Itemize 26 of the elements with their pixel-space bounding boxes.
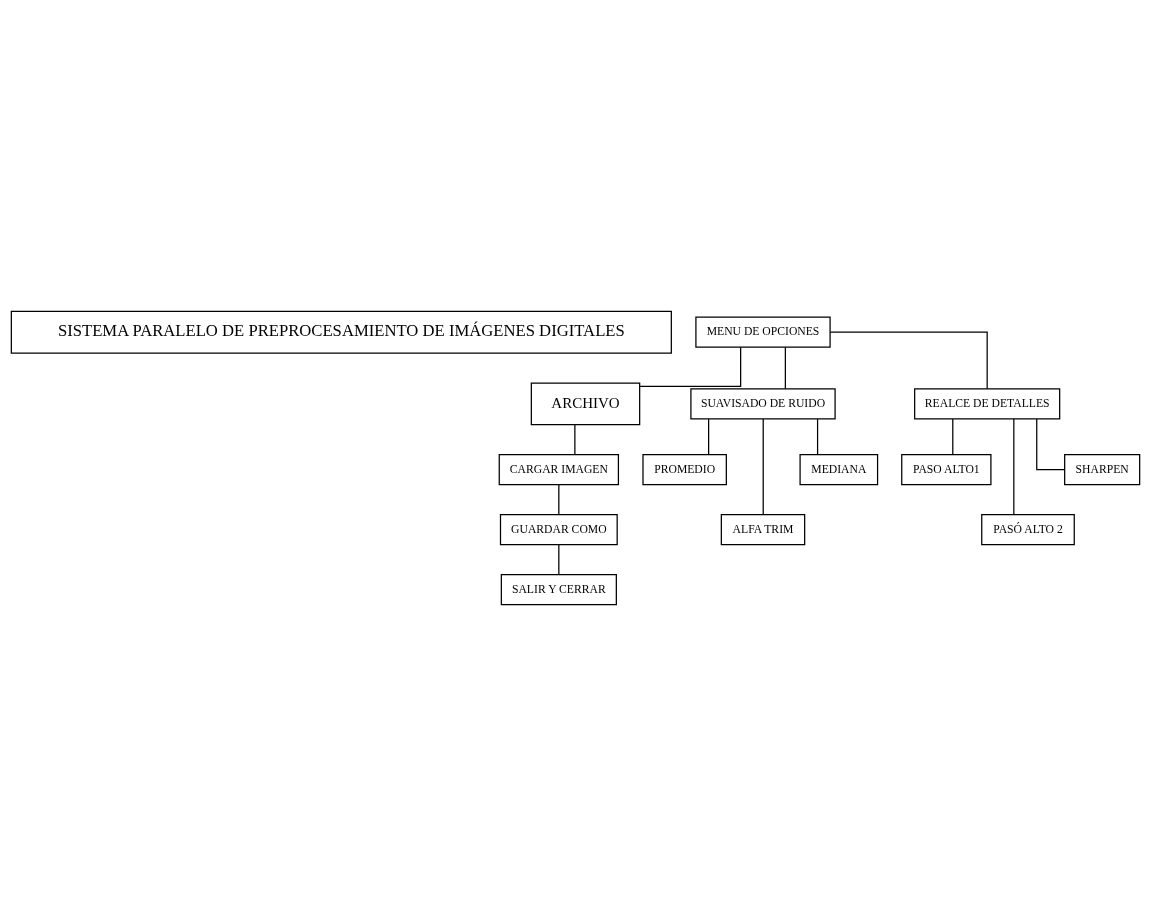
node-box: GUARDAR COMO [499,513,618,545]
node-box: ALFA TRIM [720,513,806,545]
node-box: PROMEDIO [642,453,727,485]
connector [558,543,560,575]
connector [708,417,710,455]
node-box: CARGAR IMAGEN [498,453,620,485]
node-box: REALCE DE DETALLES [914,387,1061,419]
connector [762,417,764,515]
connector [639,346,742,387]
node-box: SUAVISADO DE RUIDO [690,387,836,419]
node-box: MENU DE OPCIONES [695,316,831,348]
connector [816,417,819,455]
node-box: PASÓ ALTO 2 [981,513,1075,545]
connector [829,331,988,389]
connector [784,346,786,389]
node-box: SHARPEN [1064,453,1141,485]
node-box: SISTEMA PARALELO DE PREPROCESAMIENTO DE IMÁGENES DIGITALES [10,310,672,354]
node-box: ARCHIVO [530,381,641,425]
node-box: MEDIANA [799,453,879,485]
connector [1013,417,1015,515]
connector [558,483,560,515]
connector [1036,417,1066,470]
connector [574,423,576,455]
connector [952,417,954,455]
node-box: PASO ALTO1 [901,453,992,485]
node-box: SALIR Y CERRAR [500,573,617,605]
